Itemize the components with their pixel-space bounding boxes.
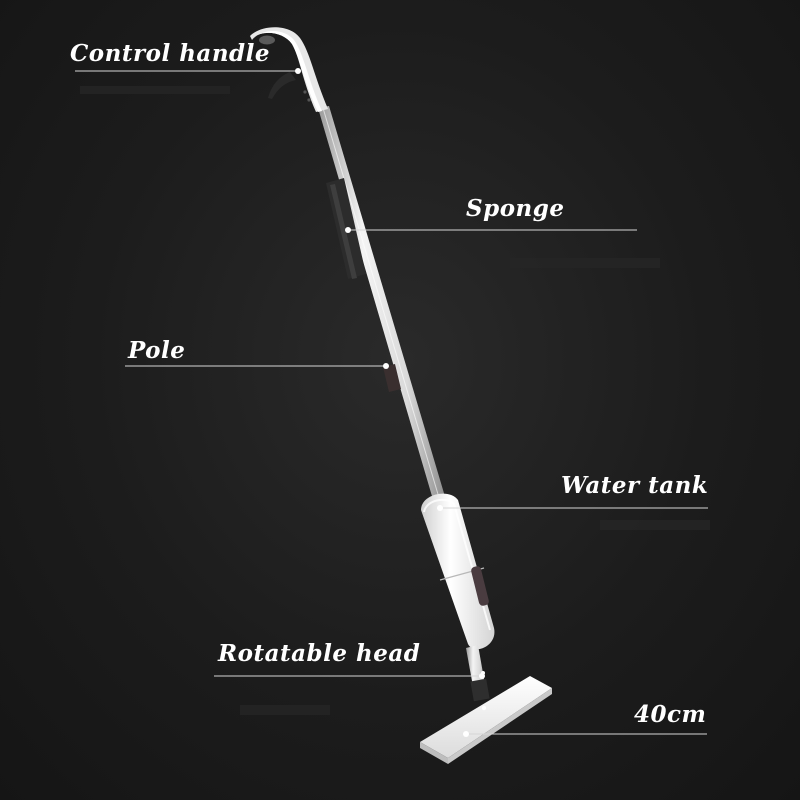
dot-rotatable-head (479, 673, 485, 679)
dot-pole (383, 363, 389, 369)
pole-collar (383, 364, 401, 392)
control-handle (250, 27, 328, 112)
dot-sponge (345, 227, 351, 233)
label-reflection (510, 258, 660, 268)
pole (318, 106, 446, 503)
label-water-tank: Water tank (561, 472, 709, 499)
label-control-handle: Control handle (70, 40, 270, 67)
leader-dots (295, 68, 485, 737)
label-reflection (240, 705, 330, 715)
dot-control-handle (295, 68, 301, 74)
label-reflection (600, 520, 710, 530)
dot-water-tank (437, 505, 443, 511)
mop-head (420, 676, 552, 764)
label-width: 40cm (634, 701, 707, 728)
label-reflection (80, 86, 230, 94)
label-sponge: Sponge (466, 195, 565, 222)
water-tank (421, 493, 495, 650)
leader-lines (75, 70, 708, 735)
label-rotatable-head: Rotatable head (218, 640, 421, 667)
label-pole: Pole (128, 337, 186, 364)
head-joint (466, 645, 490, 702)
dot-width (463, 731, 469, 737)
